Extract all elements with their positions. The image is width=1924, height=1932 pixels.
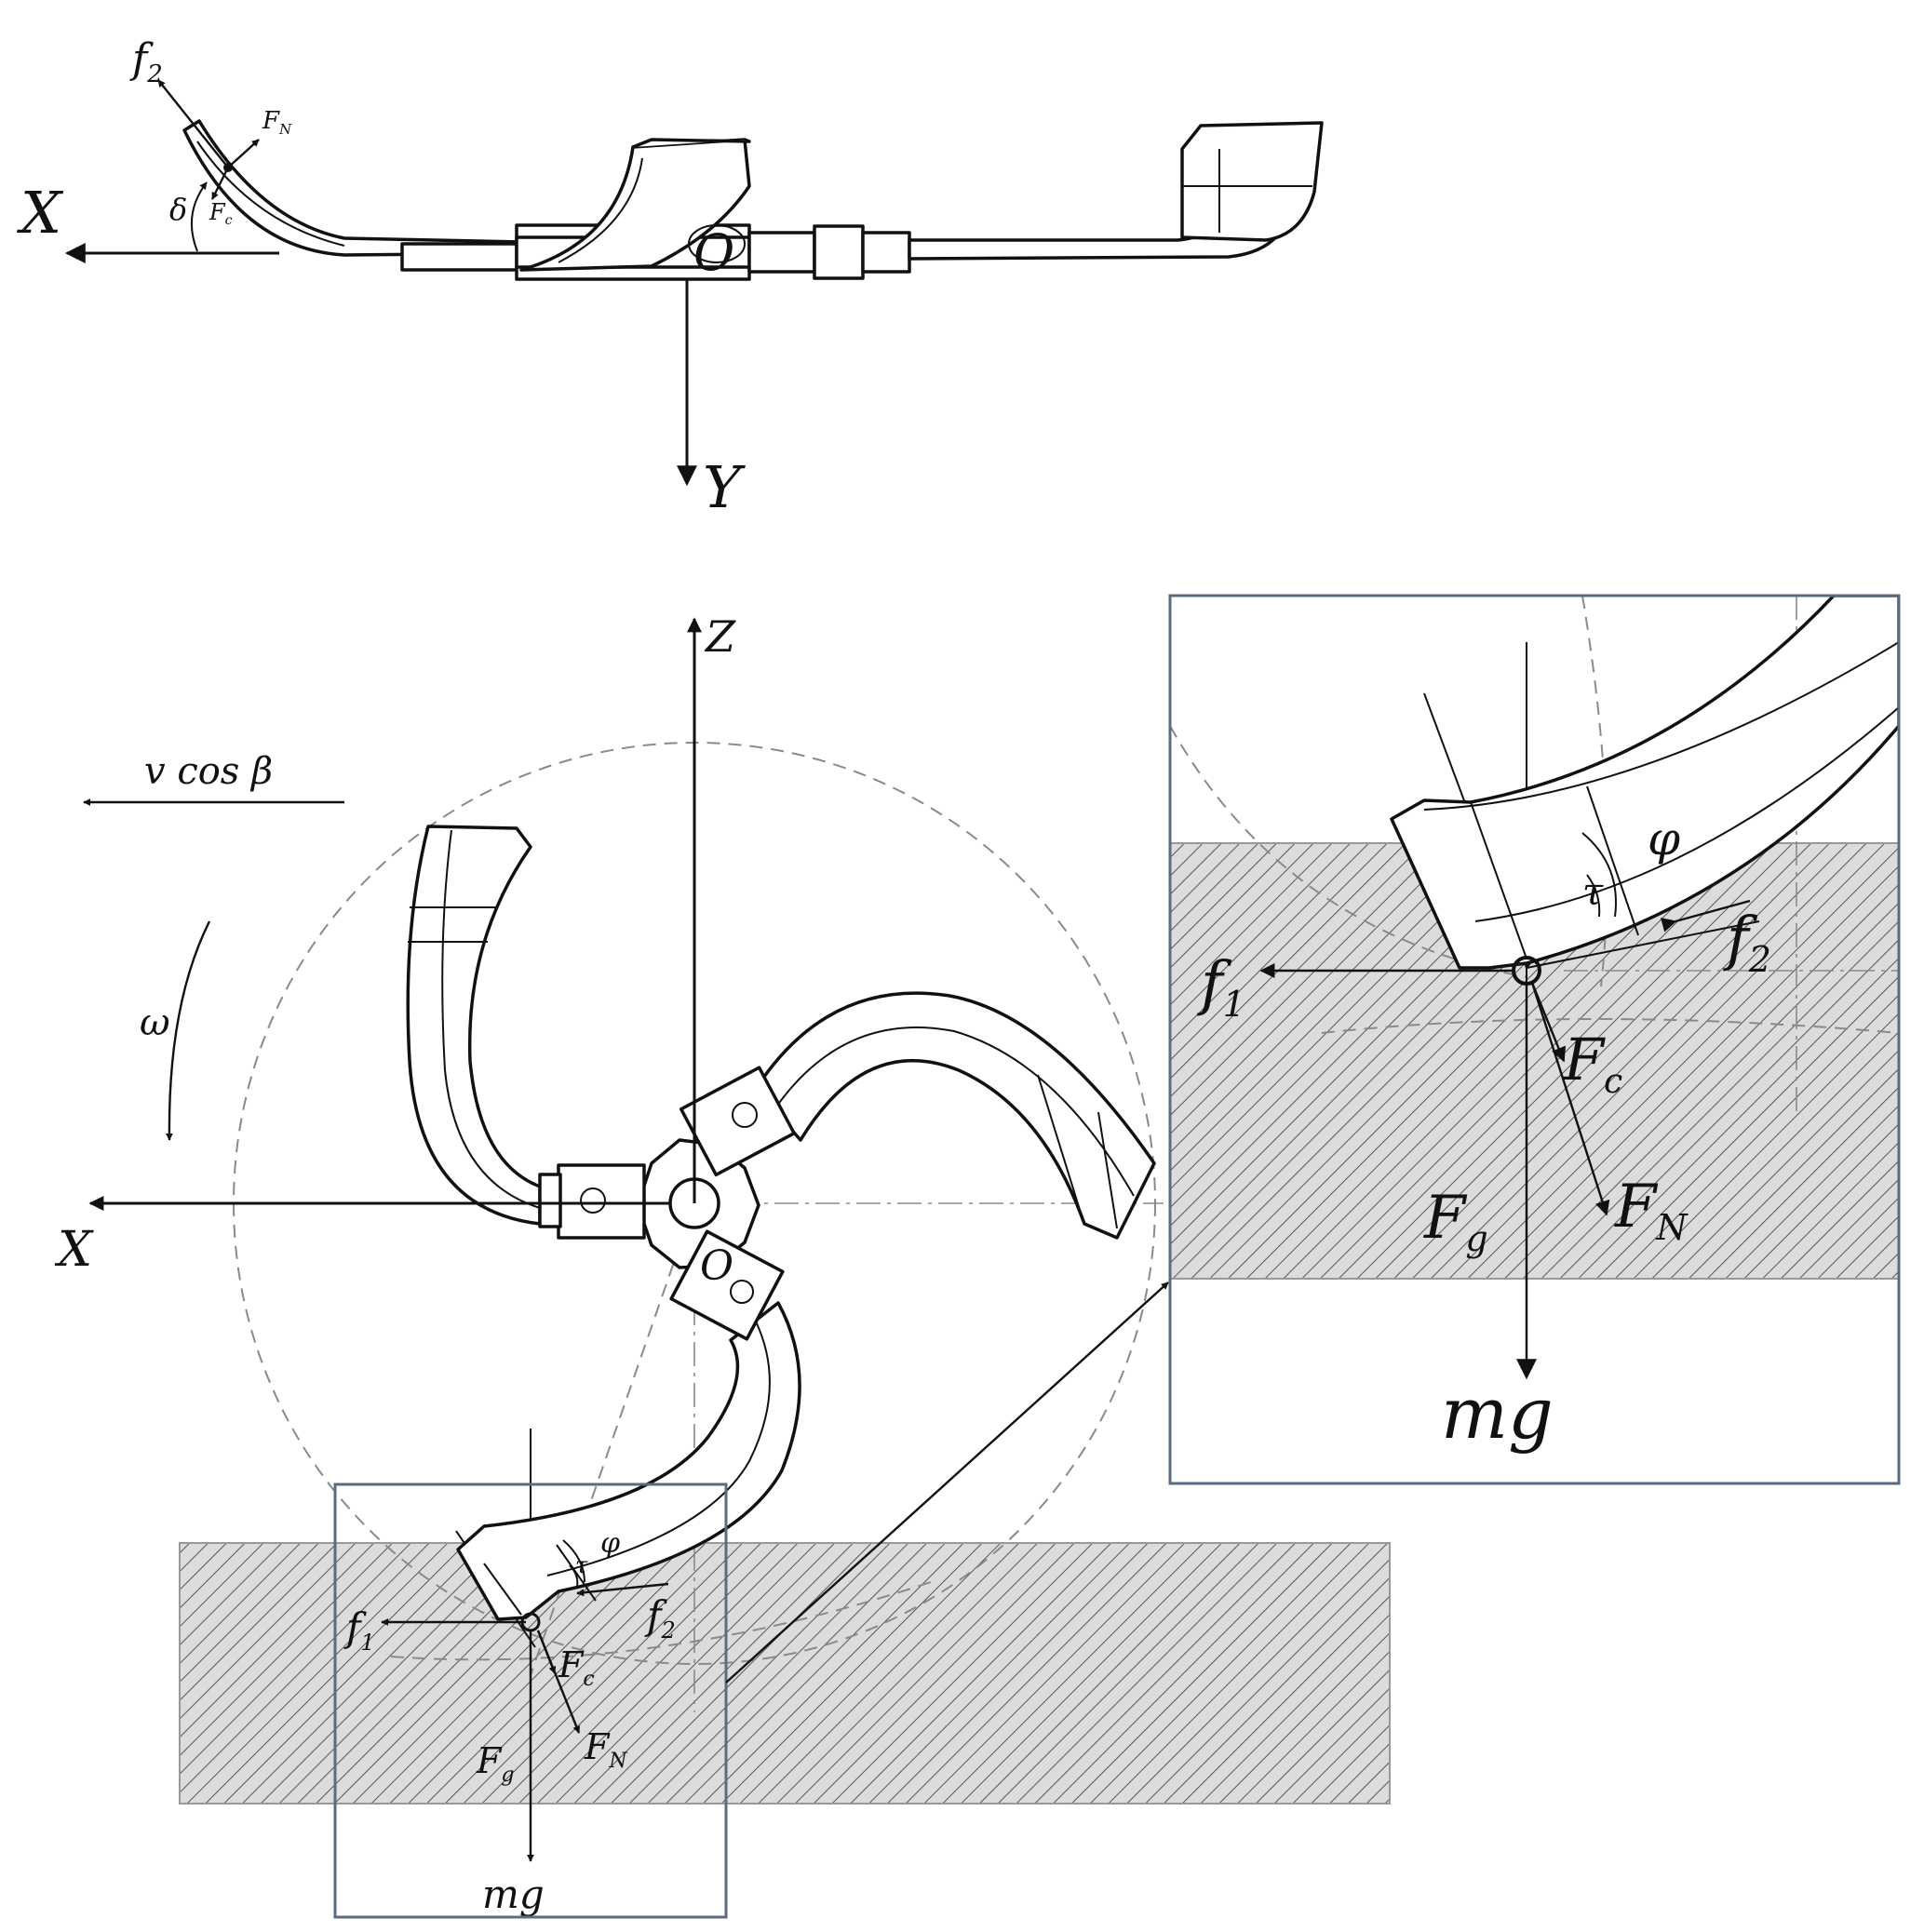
detail-weight-label: mg: [1441, 1372, 1554, 1455]
detail-force-fg-label: Fg: [1423, 1184, 1488, 1259]
magnification-box: [333, 1483, 728, 1919]
hub-block-left-plate: [538, 1173, 562, 1228]
side-x-axis-label: X: [54, 1222, 94, 1278]
blade-upper-left-segments: [408, 906, 495, 943]
hub-block-bottom: [669, 1229, 785, 1341]
side-phi-label: φ: [600, 1527, 620, 1560]
blade-right-inner: [772, 1026, 1135, 1197]
side-force-fg-label: Fg: [476, 1740, 514, 1787]
velocity-label: v cos β: [144, 750, 273, 793]
top-blade-mid-top: [632, 138, 751, 149]
hub-block-right-hole: [732, 1102, 758, 1128]
side-force-fn-arrow: [536, 1630, 581, 1734]
soil-layer: [179, 1542, 1391, 1805]
side-weight-label: mg: [482, 1872, 545, 1917]
top-force-fn-label: FN: [262, 107, 292, 138]
top-blade-left-inner: [196, 141, 345, 247]
hub-block-right: [679, 1066, 796, 1177]
detail-arc-dash-1: [1581, 596, 1608, 987]
side-force-fn-label: FN: [584, 1726, 627, 1773]
top-origin-circle: [688, 224, 746, 263]
omega-label: ω: [140, 1001, 170, 1044]
blade-upper-left: [406, 825, 542, 1226]
top-force-fc-label: Fc: [209, 199, 233, 228]
detail-arc-dash-2: [1321, 1018, 1899, 1034]
detail-frame: [1168, 594, 1901, 1485]
blade-right-segments: [1037, 1074, 1118, 1229]
side-z-axis-label: Z: [704, 611, 736, 662]
side-phi-arc: [562, 1539, 585, 1583]
top-force-fc-arrow: [210, 167, 230, 200]
hub-block-left: [557, 1163, 646, 1240]
blade-sweep-dash: [390, 1581, 932, 1661]
detail-tau-arc: [1586, 874, 1601, 918]
top-force-f2-arrow: [157, 79, 229, 168]
detail-blade-inner-2: [1474, 706, 1899, 922]
top-force-fn-arrow: [227, 139, 260, 168]
detail-blade-tip: [1390, 596, 1899, 970]
omega-arc: [165, 920, 211, 1141]
detail-sweep-dash: [1170, 725, 1527, 978]
top-blade-left: [182, 119, 546, 257]
radial-dash-line: [530, 1202, 695, 1676]
top-connector: [747, 231, 816, 274]
detail-force-fn-arrow: [1530, 982, 1610, 1216]
detail-tau-label: τ: [1582, 871, 1604, 914]
detail-phi-label: φ: [1648, 812, 1680, 865]
side-force-f2-arrow: [576, 1582, 669, 1597]
detail-blade-inner: [1423, 641, 1899, 811]
side-origin-label: O: [700, 1242, 733, 1290]
detail-force-fn-label: FN: [1614, 1173, 1689, 1248]
top-y-axis-label: Y: [703, 453, 746, 521]
top-force-f2-label: f2: [129, 35, 163, 88]
hub-block-left-hole: [580, 1187, 606, 1214]
detail-ray-2: [1526, 920, 1760, 969]
detail-view: φ τ f1 f2 Fc FN Fg mg: [1168, 594, 1901, 1485]
side-force-fc-label: Fc: [558, 1644, 595, 1691]
blade-lower-inner: [546, 1321, 771, 1576]
top-angle-delta-arc: [190, 181, 208, 252]
top-origin-label: O: [693, 223, 734, 282]
top-angle-delta-label: δ: [169, 192, 187, 227]
detail-force-fc-label: Fc: [1563, 1026, 1622, 1101]
detail-force-f1-label: f1: [1197, 949, 1245, 1025]
blade-right: [754, 991, 1156, 1240]
side-tau-label: τ: [575, 1552, 588, 1578]
detail-phi-arc: [1581, 832, 1617, 918]
top-blade-mid-edge: [558, 157, 643, 263]
detail-force-f2-label: f2: [1723, 905, 1771, 980]
top-connector-3: [861, 231, 911, 274]
hub-block-bottom-hole: [730, 1280, 754, 1304]
detail-blade-segment-2: [1586, 785, 1639, 936]
side-tau-arc: [569, 1564, 579, 1588]
blade-upper-left-inner: [441, 829, 541, 1209]
top-x-axis-label: X: [17, 179, 64, 247]
top-blade-right-lines: [1182, 149, 1312, 233]
top-connector-2: [813, 224, 865, 280]
magnification-leader: [725, 1281, 1169, 1684]
side-view: Z X O v cos β ω φ τ f1 f2 Fc FN: [54, 611, 1391, 1919]
blade-lower: [456, 1301, 801, 1621]
detail-force-f2-arrow: [1660, 899, 1751, 932]
top-view: X Y O f2 FN Fc δ: [17, 35, 1324, 521]
detail-blade-segment-1: [1470, 801, 1527, 959]
top-blade-right: [1180, 121, 1324, 242]
